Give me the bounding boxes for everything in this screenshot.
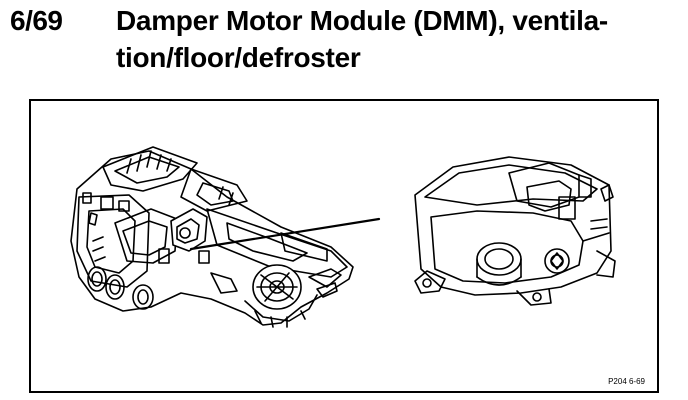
section-heading: 6/69 Damper Motor Module (DMM), ventila-…: [10, 4, 680, 76]
hvac-housing-drawing: [70, 146, 354, 328]
illustration-frame: P204 6-69: [29, 99, 659, 393]
figure-reference-code: P204 6-69: [608, 377, 645, 386]
leader-line: [189, 217, 381, 251]
damper-motor-module-drawing: [414, 156, 616, 306]
section-number: 6/69: [10, 5, 63, 36]
section-title-line-1: Damper Motor Module (DMM), ventila-: [116, 5, 608, 36]
illustration-drawing: [70, 146, 616, 328]
section-title-line-2: tion/floor/defroster: [116, 42, 361, 73]
